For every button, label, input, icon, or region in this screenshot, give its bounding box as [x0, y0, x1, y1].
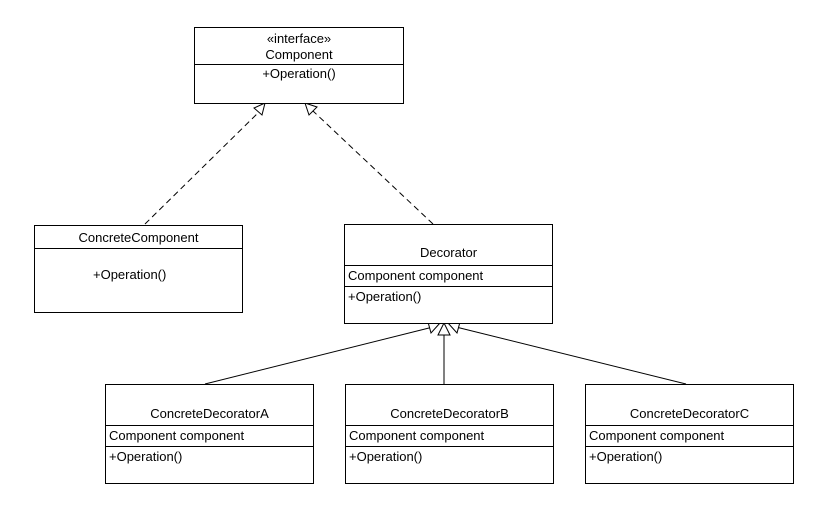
class-operations: +Operation()	[346, 446, 553, 465]
class-attributes: Component component	[345, 265, 552, 286]
class-box-concrete-decorator-b: ConcreteDecoratorB Component component +…	[345, 384, 554, 484]
realization-arrowhead-concrete-component	[253, 102, 266, 116]
class-operations: +Operation()	[586, 446, 793, 465]
generalization-line-decorator-a	[204, 326, 434, 385]
class-name: ConcreteDecoratorC	[629, 406, 750, 421]
realization-line-decorator	[312, 110, 434, 225]
class-stereotype: «interface»	[266, 31, 332, 46]
class-name: ConcreteComponent	[78, 230, 199, 245]
class-attributes: Component component	[586, 425, 793, 446]
class-box-concrete-component: ConcreteComponent +Operation()	[34, 225, 243, 313]
class-operations: +Operation()	[106, 446, 313, 465]
class-name: Component	[265, 47, 333, 63]
realization-line-concrete-component	[144, 109, 262, 225]
class-name: ConcreteDecoratorB	[390, 406, 509, 421]
class-attributes: Component component	[106, 425, 313, 446]
generalization-arrowhead-decorator-b	[437, 321, 451, 336]
realization-arrowhead-decorator	[304, 102, 318, 116]
class-box-component: «interface» Component +Operation()	[194, 27, 404, 104]
class-operations: +Operation()	[35, 248, 242, 313]
class-operations: +Operation()	[345, 286, 552, 305]
class-name: ConcreteDecoratorA	[150, 406, 269, 421]
class-box-concrete-decorator-a: ConcreteDecoratorA Component component +…	[105, 384, 314, 484]
class-box-concrete-decorator-c: ConcreteDecoratorC Component component +…	[585, 384, 794, 484]
class-name: Decorator	[419, 245, 478, 260]
class-header: «interface» Component	[195, 28, 403, 64]
class-box-decorator: Decorator Component component +Operation…	[344, 224, 553, 324]
class-operations: +Operation()	[195, 64, 403, 82]
class-attributes: Component component	[346, 425, 553, 446]
generalization-line-decorator-c	[455, 326, 687, 385]
